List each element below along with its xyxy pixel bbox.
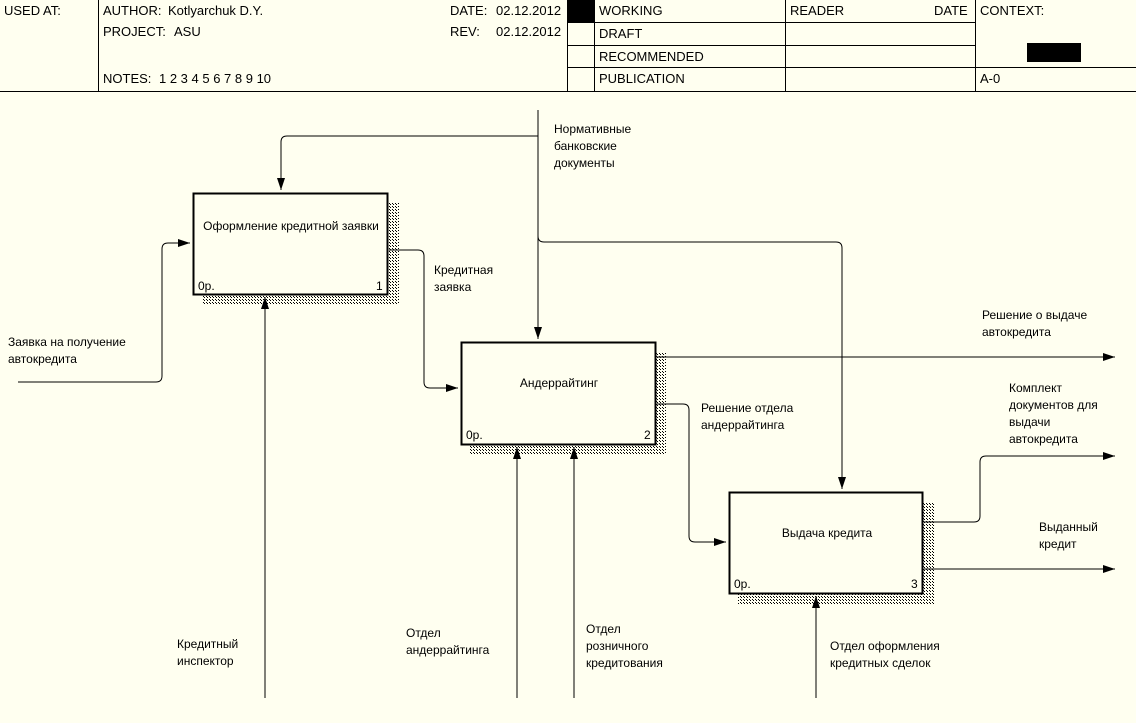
status-recommended: RECOMMENDED: [599, 49, 704, 64]
label-mech-underwriting: Отдел андеррайтинга: [406, 626, 490, 657]
date-value: 02.12.2012: [496, 3, 562, 18]
box-3-cost: 0р.: [734, 577, 751, 591]
label-underwriting-decision: Решение отдела андеррайтинга: [701, 401, 794, 432]
working-status-marker: [568, 0, 594, 22]
reader-date-label: DATE: [934, 3, 968, 18]
box-2-title: Андеррайтинг: [519, 376, 599, 390]
label-input-application: Заявка на получение автокредита: [8, 335, 126, 366]
rev-label: REV:: [450, 24, 480, 39]
node-number: A-0: [980, 71, 1001, 86]
box-2-number: 2: [644, 428, 651, 442]
box-1-title: Оформление кредитной заявки: [203, 219, 379, 233]
idef0-header: USED AT: AUTHOR: Kotlyarchuk D.Y. PROJEC…: [0, 0, 1136, 92]
label-mech-inspector: Кредитный инспектор: [177, 637, 239, 668]
author-value: Kotlyarchuk D.Y.: [168, 3, 264, 18]
arrow-control-to-box1: [277, 135, 538, 190]
box-3-title: Выдача кредита: [781, 526, 873, 540]
activity-box-1[interactable]: [192, 192, 389, 296]
context-node-marker: [1027, 43, 1081, 62]
label-mech-retail: Отдел розничного кредитования: [586, 622, 663, 670]
status-draft: DRAFT: [599, 26, 643, 41]
label-control-norms: Нормативные банковские документы: [554, 122, 632, 170]
label-decision-output: Решение о выдаче автокредита: [982, 308, 1088, 339]
arrow-control-to-box3: [537, 235, 846, 489]
arrow-credit-application: [389, 249, 458, 392]
author-label: AUTHOR:: [103, 3, 162, 18]
used-at-label: USED AT:: [4, 3, 61, 18]
box-1-number: 1: [376, 279, 383, 293]
activity-box-2[interactable]: [460, 341, 657, 446]
label-mech-deals: Отдел оформления кредитных сделок: [830, 639, 940, 670]
label-credit-application: Кредитная заявка: [434, 263, 494, 294]
project-label: PROJECT:: [103, 24, 166, 39]
box-1-cost: 0р.: [198, 279, 215, 293]
date-label: DATE:: [450, 3, 488, 18]
arrow-underwriting-decision: [657, 403, 726, 546]
label-credit-output: Выданный кредит: [1039, 520, 1098, 551]
status-working: WORKING: [599, 3, 663, 18]
box-2-cost: 0р.: [466, 428, 483, 442]
reader-label: READER: [790, 3, 845, 18]
notes-label: NOTES:: [103, 71, 152, 86]
arrow-documents-output: [924, 452, 1115, 523]
notes-value: 1 2 3 4 5 6 7 8 9 10: [159, 71, 272, 86]
box-3-number: 3: [911, 577, 918, 591]
label-documents-output: Комплект документов для выдачи автокреди…: [1009, 381, 1098, 446]
activity-box-3[interactable]: [728, 491, 924, 595]
rev-value: 02.12.2012: [496, 24, 562, 39]
arrow-input-application: [18, 239, 190, 383]
status-publication: PUBLICATION: [599, 71, 685, 86]
project-value: ASU: [174, 24, 201, 39]
context-label: CONTEXT:: [980, 3, 1045, 18]
